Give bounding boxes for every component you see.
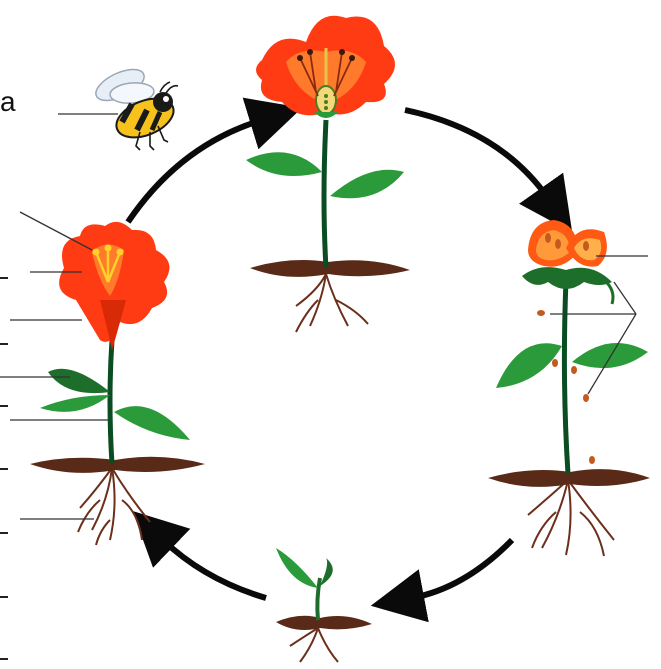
answer-blank-dash <box>0 277 8 279</box>
arrow-fruit-to-seedling <box>412 540 512 598</box>
fruit-plant-icon <box>488 220 650 556</box>
bee-icon <box>91 63 179 150</box>
flower-cross-section-icon <box>246 16 410 332</box>
answer-blank-dash <box>0 343 8 345</box>
label-fragment: a <box>0 88 16 116</box>
arrow-seedling-to-flower <box>163 540 266 598</box>
leader-line-stamen <box>20 212 92 250</box>
leader-line-seeds-2 <box>614 282 636 314</box>
answer-blank-dash <box>0 658 8 660</box>
answer-blank-dash <box>0 532 8 534</box>
arrow-pollinated-to-fruit <box>405 110 548 198</box>
answer-blank-dash <box>0 596 8 598</box>
answer-blank-dash <box>0 468 8 470</box>
answer-blank-dash <box>0 405 8 407</box>
cycle-arrows <box>128 110 548 598</box>
flowering-plant-icon <box>30 222 205 545</box>
seedling-icon <box>276 548 372 662</box>
